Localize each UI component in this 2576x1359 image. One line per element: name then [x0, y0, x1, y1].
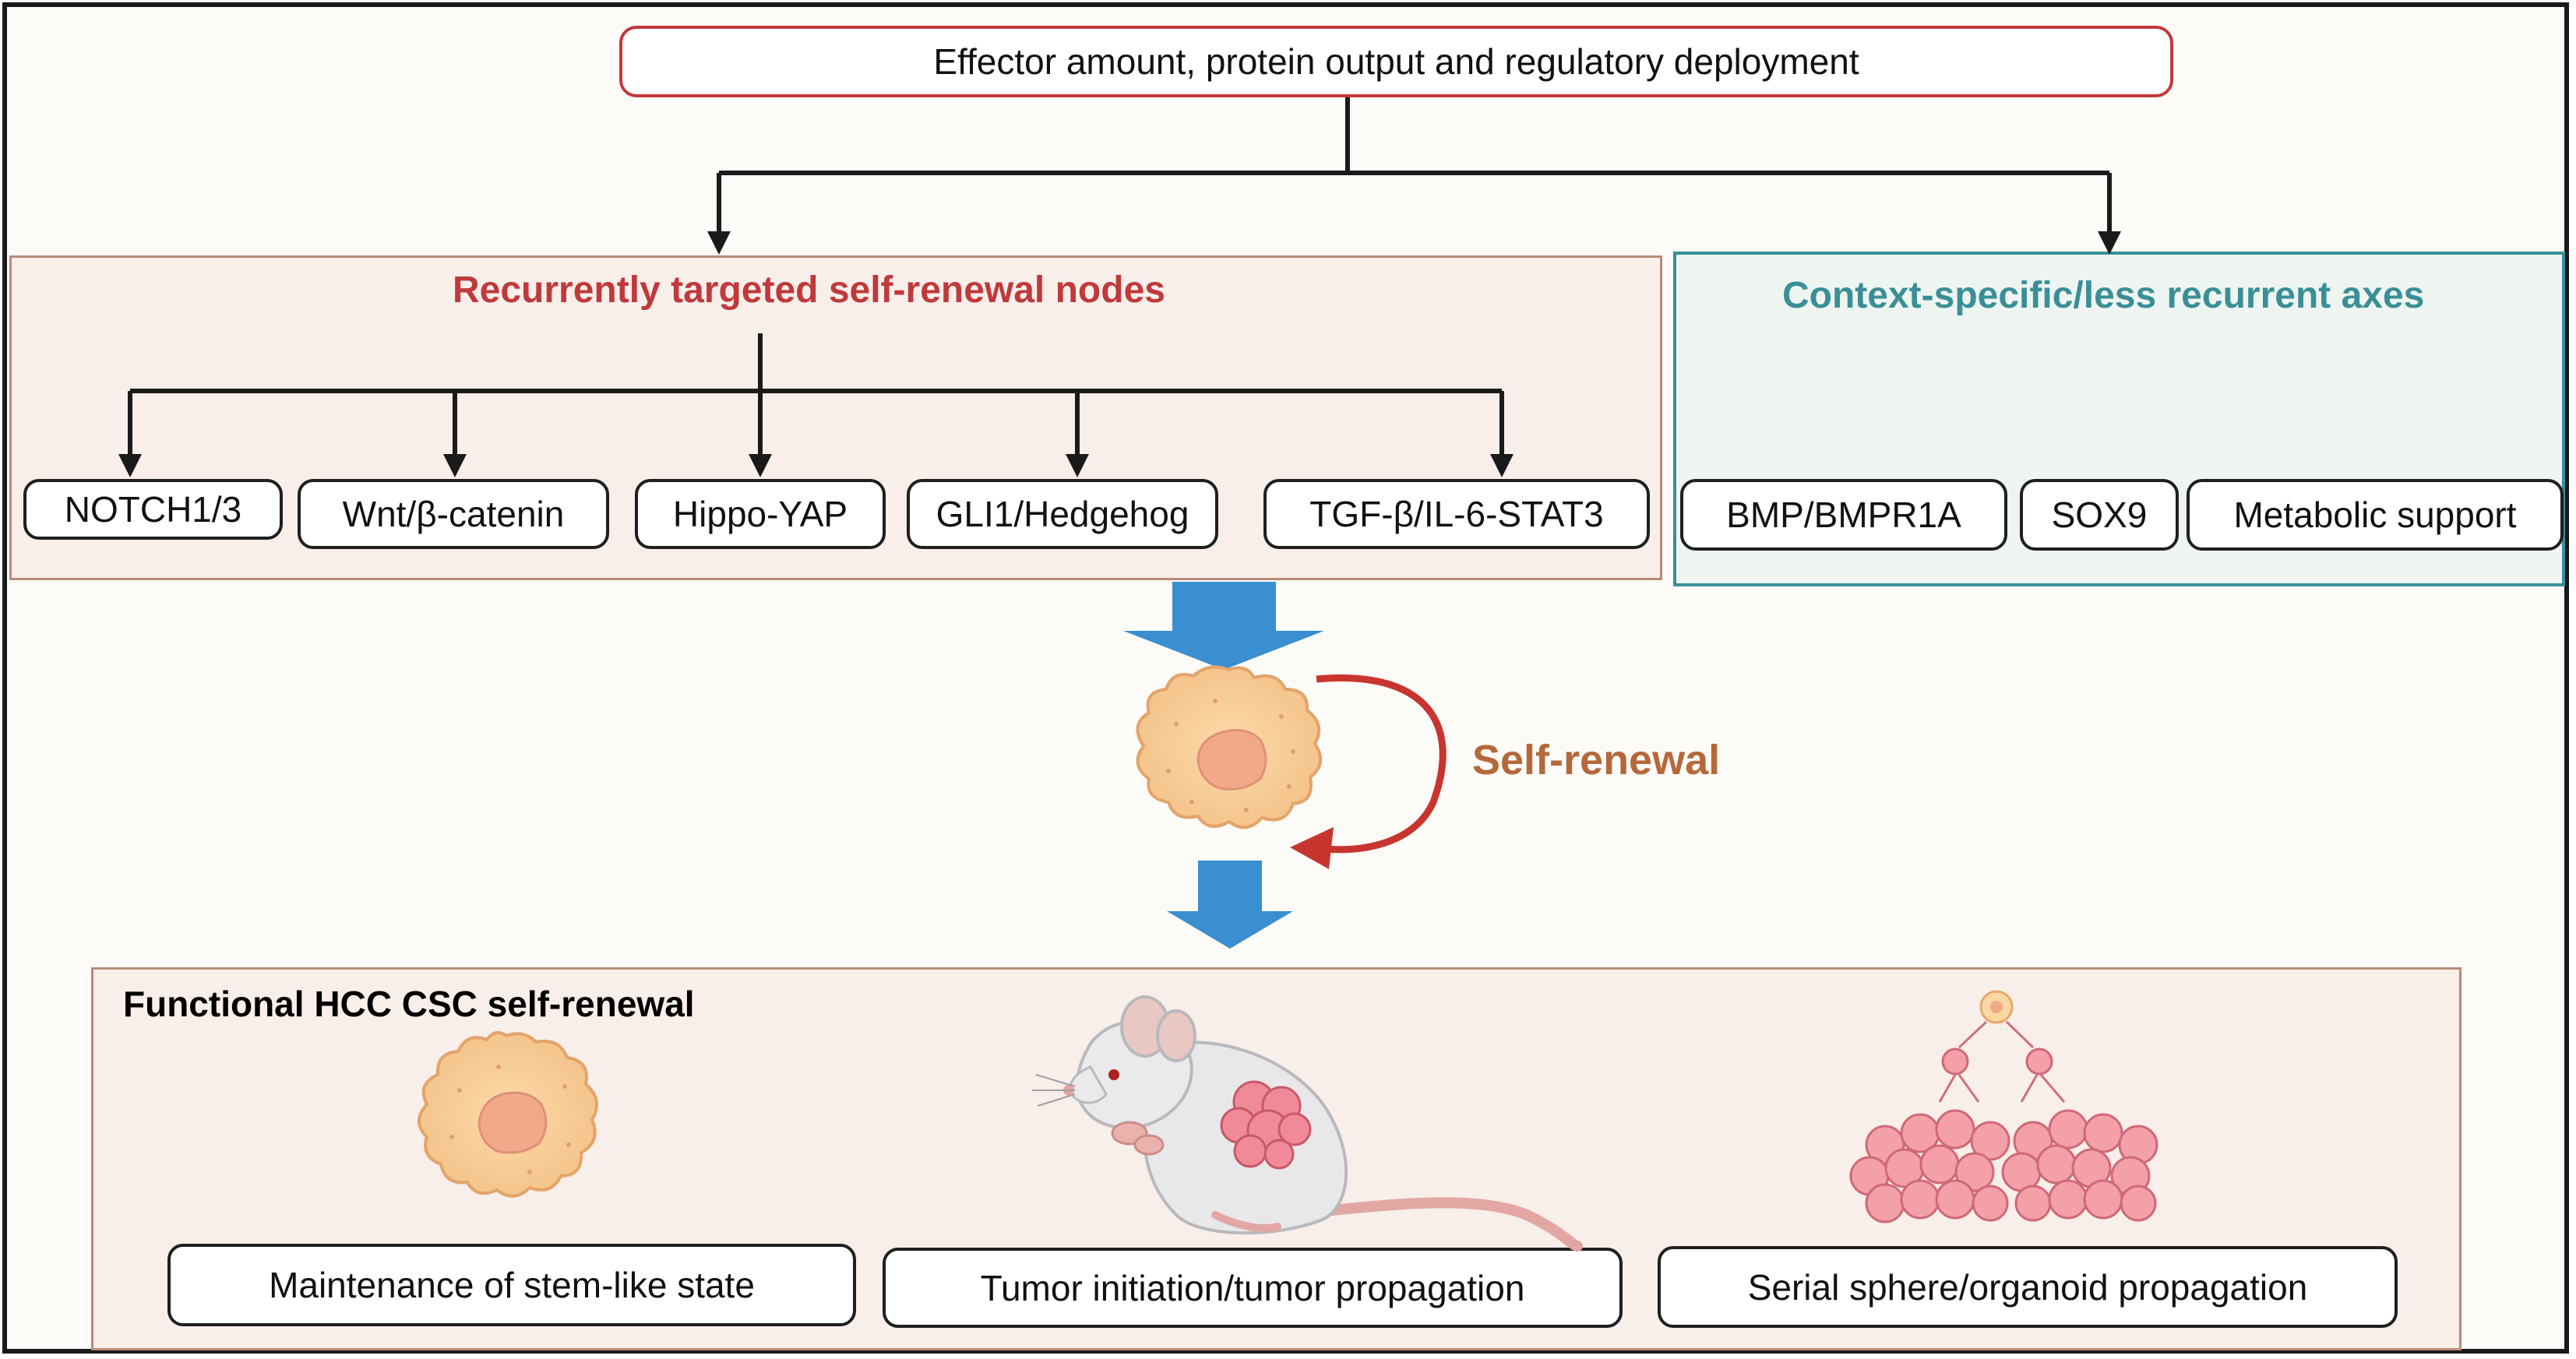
- node-metabolic-support: Metabolic support: [2187, 479, 2564, 551]
- outcome-stem-like-state-label: Maintenance of stem-like state: [269, 1265, 755, 1305]
- node-tgf-stat3-label: TGF-β/IL-6-STAT3: [1309, 494, 1604, 534]
- node-gli1-hedgehog-label: GLI1/Hedgehog: [936, 494, 1189, 534]
- node-sox9: SOX9: [2020, 479, 2179, 551]
- left-panel-connector: [118, 333, 1514, 477]
- node-wnt: Wnt/β-catenin: [298, 479, 609, 549]
- sphere-propagation-illustration: [1849, 990, 2158, 1223]
- node-metabolic-support-label: Metabolic support: [2233, 495, 2517, 535]
- node-notch-label: NOTCH1/3: [64, 489, 242, 530]
- self-renewal-label: Self-renewal: [1472, 737, 1721, 783]
- bottom-panel-title: Functional HCC CSC self-renewal: [123, 984, 695, 1024]
- top-effector-label: Effector amount, protein output and regu…: [933, 41, 1859, 82]
- blue-arrow-down-1: [1123, 582, 1324, 670]
- node-wnt-label: Wnt/β-catenin: [342, 494, 565, 534]
- node-bmp-label: BMP/BMPR1A: [1726, 495, 1961, 535]
- node-bmp: BMP/BMPR1A: [1680, 479, 2007, 551]
- outcome-tumor-initiation-label: Tumor initiation/tumor propagation: [980, 1267, 1525, 1308]
- node-hippo-yap: Hippo-YAP: [635, 479, 886, 549]
- outcome-stem-like-state: Maintenance of stem-like state: [167, 1244, 856, 1326]
- blue-arrow-down-2: [1167, 861, 1293, 949]
- outcome-sphere-organoid-label: Serial sphere/organoid propagation: [1747, 1266, 2308, 1308]
- top-connector: [707, 97, 2121, 255]
- outcome-tumor-initiation: Tumor initiation/tumor propagation: [883, 1248, 1623, 1328]
- right-panel-title: Context-specific/less recurrent axes: [1782, 275, 2425, 316]
- node-hippo-yap-label: Hippo-YAP: [672, 494, 848, 534]
- left-panel-title: Recurrently targeted self-renewal nodes: [453, 269, 1165, 311]
- csc-cell-bottom: [418, 1031, 598, 1198]
- node-gli1-hedgehog: GLI1/Hedgehog: [907, 479, 1218, 549]
- self-renewal-cycle-arrow: [1290, 674, 1447, 869]
- outcome-sphere-organoid: Serial sphere/organoid propagation: [1658, 1246, 2398, 1328]
- node-sox9-label: SOX9: [2051, 495, 2148, 535]
- csc-cell-center: [1136, 665, 1323, 829]
- mouse-with-tumor-illustration: [1032, 995, 1583, 1252]
- node-notch: NOTCH1/3: [23, 479, 283, 540]
- top-effector-box: Effector amount, protein output and regu…: [619, 26, 2173, 97]
- node-tgf-stat3: TGF-β/IL-6-STAT3: [1263, 479, 1650, 549]
